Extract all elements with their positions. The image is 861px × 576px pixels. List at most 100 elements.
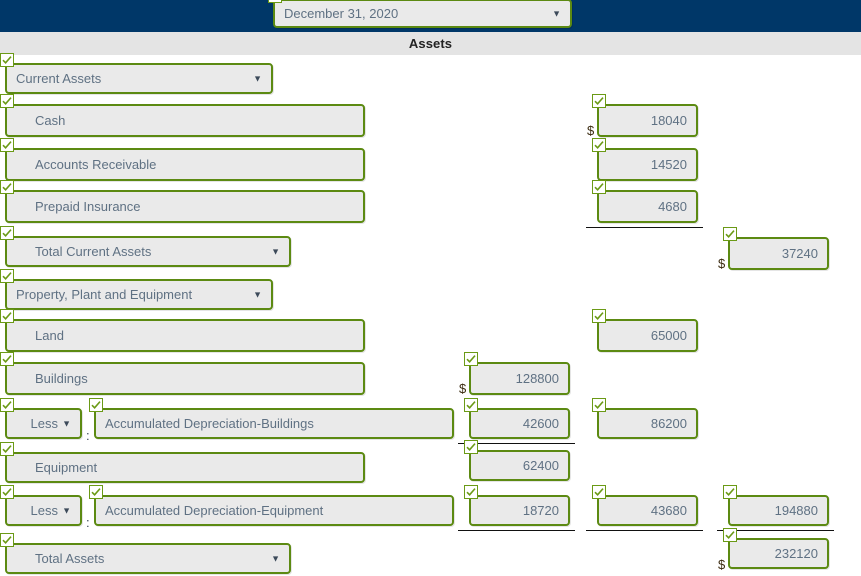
chevron-down-icon: ▼	[552, 8, 561, 18]
validation-check-icon	[592, 94, 606, 108]
row-accounts-receivable-name[interactable]: Accounts Receivable	[0, 138, 365, 181]
equipment-label: Equipment	[35, 460, 98, 475]
row-total-current-assets-value-col4[interactable]: 37240	[723, 227, 829, 270]
buildings-label: Buildings	[35, 371, 88, 386]
row-land-name[interactable]: Land	[0, 309, 365, 352]
accum-dep-buildings-label: Accumulated Depreciation-Buildings	[105, 416, 314, 431]
total-assets-select[interactable]: Total Assets ▼	[5, 543, 291, 574]
equipment-net-value: 43680	[650, 503, 687, 518]
validation-check-icon	[0, 94, 14, 108]
row-total-current-assets[interactable]: Total Current Assets ▼	[0, 226, 291, 267]
equipment-name-input[interactable]: Equipment	[5, 452, 365, 483]
cash-name-input[interactable]: Cash	[5, 104, 365, 137]
validation-check-icon	[592, 485, 606, 499]
prefix-colon: :	[86, 428, 90, 443]
buildings-value-input[interactable]: 128800	[469, 362, 570, 395]
row-buildings-value-col2[interactable]: 128800	[464, 352, 570, 395]
validation-check-icon	[0, 398, 14, 412]
validation-check-icon	[89, 485, 103, 499]
chevron-down-icon: ▼	[253, 289, 262, 299]
prefix-colon: :	[86, 515, 90, 530]
total-current-assets-value-input[interactable]: 37240	[728, 237, 829, 270]
row-accum-dep-equipment-prefix[interactable]: Less ▼	[0, 485, 82, 526]
row-total-assets[interactable]: Total Assets ▼	[0, 533, 291, 574]
cash-value-input[interactable]: 18040	[597, 104, 698, 137]
prepaid-insurance-name-input[interactable]: Prepaid Insurance	[5, 190, 365, 223]
row-equipment-value-col2[interactable]: 62400	[464, 440, 570, 481]
accum-dep-buildings-name-input[interactable]: Accumulated Depreciation-Buildings	[94, 408, 454, 439]
row-equipment-name[interactable]: Equipment	[0, 442, 365, 483]
row-cash-name[interactable]: Cash	[0, 94, 365, 137]
subtotal-rule-total-assets	[717, 530, 834, 531]
accum-dep-buildings-value: 42600	[522, 416, 559, 431]
ppe-label: Property, Plant and Equipment	[16, 287, 193, 302]
equipment-value: 62400	[522, 458, 559, 473]
chevron-down-icon: ▼	[271, 246, 280, 256]
validation-check-icon	[464, 352, 478, 366]
land-value-input[interactable]: 65000	[597, 319, 698, 352]
date-selector[interactable]: December 31, 2020 ▼	[268, 0, 572, 28]
row-accum-dep-buildings-name[interactable]: Accumulated Depreciation-Buildings	[89, 398, 454, 439]
date-selector-value: December 31, 2020	[284, 6, 399, 21]
less-buildings-select[interactable]: Less ▼	[5, 408, 82, 439]
validation-check-icon	[0, 485, 14, 499]
row-accum-dep-equipment-name[interactable]: Accumulated Depreciation-Equipment	[89, 485, 454, 526]
accounts-receivable-name-input[interactable]: Accounts Receivable	[5, 148, 365, 181]
total-assets-value-input[interactable]: 232120	[728, 538, 829, 569]
section-header-assets: Assets	[0, 32, 861, 55]
date-selector-field[interactable]: December 31, 2020 ▼	[273, 0, 572, 28]
equipment-value-input[interactable]: 62400	[469, 450, 570, 481]
row-ppe-header[interactable]: Property, Plant and Equipment ▼	[0, 269, 273, 310]
accum-dep-equipment-value-input[interactable]: 18720	[469, 495, 570, 526]
row-prepaid-insurance-name[interactable]: Prepaid Insurance	[0, 180, 365, 223]
row-accounts-receivable-value-col3[interactable]: 14520	[592, 138, 698, 181]
subtotal-rule-buildings	[458, 443, 575, 444]
validation-check-icon	[0, 309, 14, 323]
row-current-assets-header[interactable]: Current Assets ▼	[0, 53, 273, 94]
prepaid-insurance-value-input[interactable]: 4680	[597, 190, 698, 223]
ppe-select[interactable]: Property, Plant and Equipment ▼	[5, 279, 273, 310]
buildings-net-value: 86200	[650, 416, 687, 431]
total-current-assets-select[interactable]: Total Current Assets ▼	[5, 236, 291, 267]
current-assets-select[interactable]: Current Assets ▼	[5, 63, 273, 94]
validation-check-icon	[0, 533, 14, 547]
row-land-value-col3[interactable]: 65000	[592, 309, 698, 352]
total-current-assets-value: 37240	[781, 246, 818, 261]
row-cash-value-col3[interactable]: 18040	[592, 94, 698, 137]
validation-check-icon	[89, 398, 103, 412]
accounts-receivable-value-input[interactable]: 14520	[597, 148, 698, 181]
row-total-assets-value-col4[interactable]: 232120	[723, 528, 829, 569]
accum-dep-buildings-value-input[interactable]: 42600	[469, 408, 570, 439]
validation-check-icon	[0, 269, 14, 283]
land-name-input[interactable]: Land	[5, 319, 365, 352]
land-label: Land	[35, 328, 64, 343]
row-accum-dep-equipment-value-col2[interactable]: 18720	[464, 485, 570, 526]
subtotal-rule-ppe-col3	[586, 530, 703, 531]
row-prepaid-insurance-value-col3[interactable]: 4680	[592, 180, 698, 223]
row-buildings-name[interactable]: Buildings	[0, 352, 365, 395]
cash-value: 18040	[650, 113, 687, 128]
row-equipment-net-value-col3[interactable]: 43680	[592, 485, 698, 526]
less-equipment-select[interactable]: Less ▼	[5, 495, 82, 526]
prepaid-insurance-label: Prepaid Insurance	[35, 199, 141, 214]
validation-check-icon	[464, 440, 478, 454]
total-assets-label: Total Assets	[35, 551, 105, 566]
accum-dep-equipment-name-input[interactable]: Accumulated Depreciation-Equipment	[94, 495, 454, 526]
row-accum-dep-buildings-prefix[interactable]: Less ▼	[0, 398, 82, 439]
validation-check-icon	[0, 53, 14, 67]
buildings-name-input[interactable]: Buildings	[5, 362, 365, 395]
buildings-net-value-input[interactable]: 86200	[597, 408, 698, 439]
validation-check-icon	[464, 485, 478, 499]
less-buildings-label: Less	[30, 416, 58, 431]
less-equipment-label: Less	[30, 503, 58, 518]
equipment-net-value-input[interactable]: 43680	[597, 495, 698, 526]
row-accum-dep-buildings-value-col2[interactable]: 42600	[464, 398, 570, 439]
row-buildings-net-value-col3[interactable]: 86200	[592, 398, 698, 439]
validation-check-icon	[0, 138, 14, 152]
total-current-assets-label: Total Current Assets	[35, 244, 152, 259]
total-ppe-value-input[interactable]: 194880	[728, 495, 829, 526]
validation-check-icon	[723, 485, 737, 499]
land-value: 65000	[650, 328, 687, 343]
row-total-ppe-value-col4[interactable]: 194880	[723, 485, 829, 526]
accounts-receivable-label: Accounts Receivable	[35, 157, 157, 172]
